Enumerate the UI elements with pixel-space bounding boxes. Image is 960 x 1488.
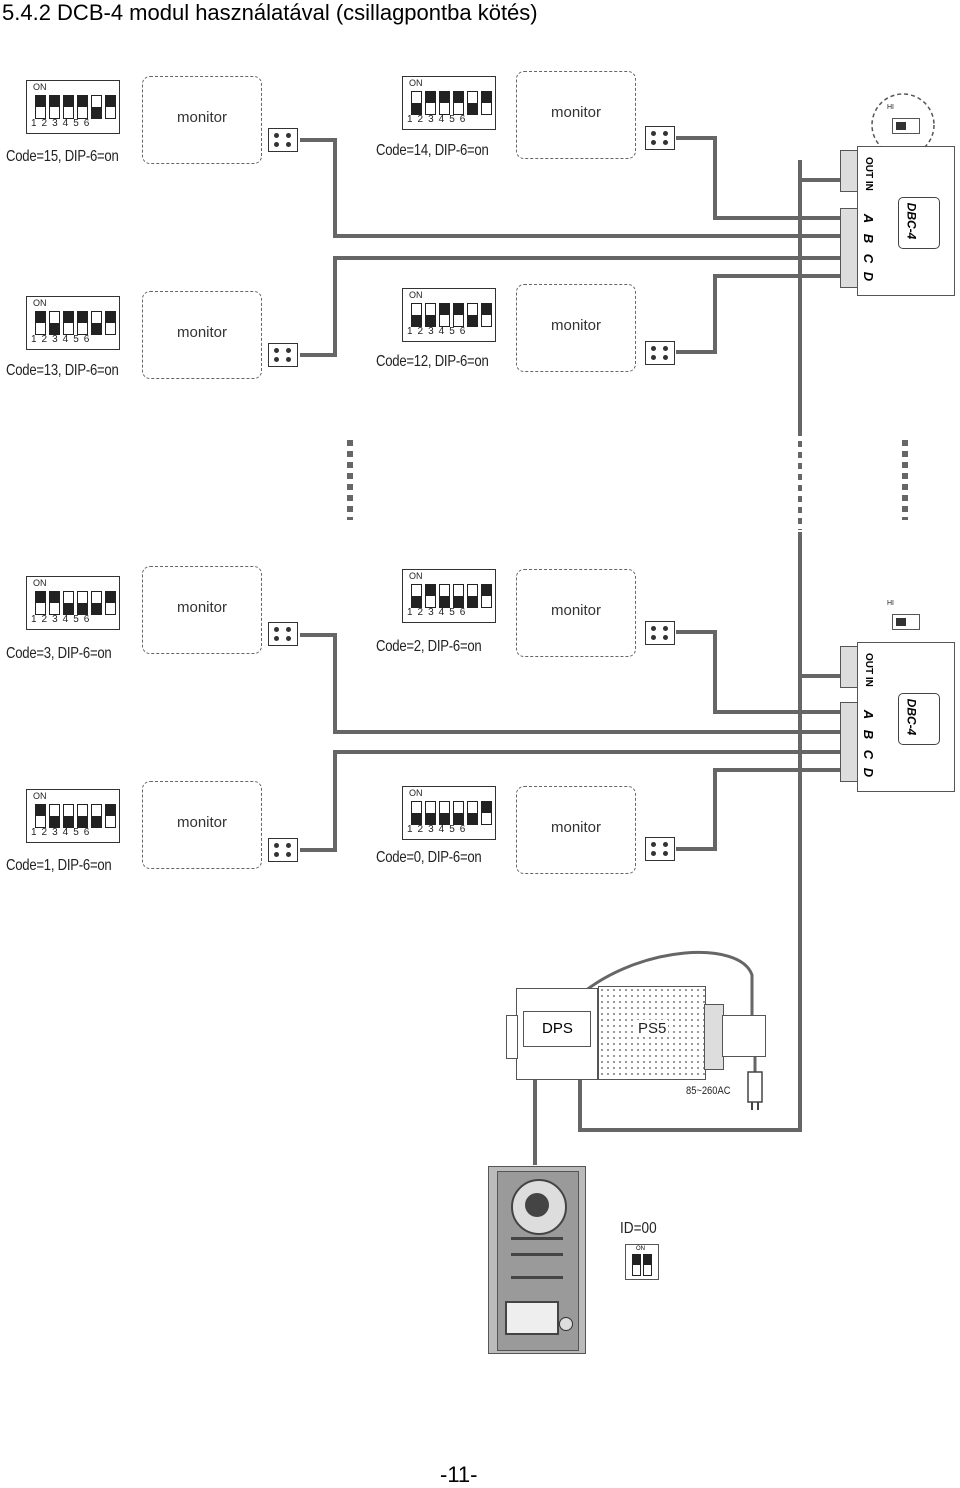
monitor: monitor	[142, 291, 262, 379]
dip-switch: ON 123456	[26, 296, 120, 350]
door-station	[488, 1166, 586, 1354]
monitor: monitor	[142, 781, 262, 869]
monitor: monitor	[516, 284, 636, 372]
dip-switch: ON 123456	[402, 786, 496, 840]
monitor-terminal	[645, 621, 675, 645]
dbc-terminal-block	[840, 702, 858, 782]
speaker-grille-icon	[511, 1237, 563, 1279]
monitor-code-label: Code=0, DIP-6=on	[376, 849, 482, 866]
dps-unit: DPS	[516, 988, 598, 1080]
call-button	[559, 1317, 573, 1331]
dbc-terminal-block	[840, 646, 858, 688]
monitor-code-label: Code=2, DIP-6=on	[376, 638, 482, 655]
dbc-terminal-block	[840, 208, 858, 288]
dip-switch: ON 123456	[26, 789, 120, 843]
monitor-terminal	[645, 126, 675, 150]
ps5-label: PS5	[636, 1020, 669, 1037]
monitor-code-label: Code=13, DIP-6=on	[6, 362, 119, 379]
dps-side-tab	[506, 1015, 518, 1059]
door-station-id-label: ID=00	[620, 1220, 657, 1237]
monitor-terminal	[645, 341, 675, 365]
monitor-terminal	[268, 838, 298, 862]
monitor-terminal	[268, 128, 298, 152]
hi-label: HI	[887, 600, 894, 607]
monitor: monitor	[516, 71, 636, 159]
monitor: monitor	[142, 76, 262, 164]
name-plate	[505, 1301, 559, 1335]
monitor-terminal	[268, 622, 298, 646]
ps5-terminal-block	[704, 1004, 724, 1070]
dbc-4-module: OUT IN A B C D DBC-4	[857, 642, 955, 792]
dbc-4-module: OUT IN A B C D DBC-4	[857, 146, 955, 296]
hi-switch	[892, 614, 920, 630]
monitor-code-label: Code=12, DIP-6=on	[376, 353, 489, 370]
dbc-4-label: DBC-4	[898, 693, 940, 745]
monitor-code-label: Code=14, DIP-6=on	[376, 142, 489, 159]
monitor-code-label: Code=3, DIP-6=on	[6, 645, 112, 662]
hi-label: HI	[887, 104, 894, 111]
monitor: monitor	[516, 569, 636, 657]
monitor-code-label: Code=1, DIP-6=on	[6, 857, 112, 874]
dip-switch: ON 123456	[402, 76, 496, 130]
dip-switch: ON 123456	[26, 80, 120, 134]
door-station-dip-switch: ON	[625, 1244, 659, 1280]
dip-switch: ON 123456	[26, 576, 120, 630]
dip-switch: ON 123456	[402, 569, 496, 623]
dbc-4-label: DBC-4	[898, 197, 940, 249]
monitor: monitor	[516, 786, 636, 874]
dip-switch: ON 123456	[402, 288, 496, 342]
dbc-terminal-block	[840, 150, 858, 192]
page-title: 5.4.2 DCB-4 modul használatával (csillag…	[2, 0, 538, 25]
monitor-code-label: Code=15, DIP-6=on	[6, 148, 119, 165]
monitor: monitor	[142, 566, 262, 654]
ac-connector	[722, 1015, 766, 1057]
power-plug-icon	[747, 1071, 763, 1103]
dps-label: DPS	[542, 1020, 573, 1037]
page-number: -11-	[440, 1462, 478, 1487]
hi-switch	[892, 118, 920, 134]
monitor-terminal	[645, 837, 675, 861]
ac-voltage-label: 85~260AC	[686, 1085, 731, 1097]
monitor-terminal	[268, 343, 298, 367]
